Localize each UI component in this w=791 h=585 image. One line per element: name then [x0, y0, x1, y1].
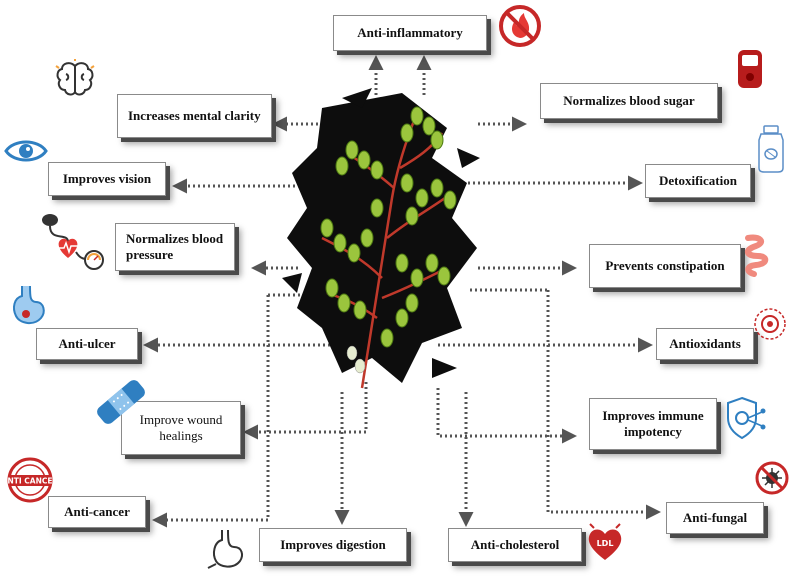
bandage-icon [97, 380, 145, 424]
link-anti-cancer [152, 295, 270, 528]
detox-jar-icon [758, 125, 784, 173]
brain-icon [55, 59, 95, 96]
benefit-constipation: Prevents constipation [589, 244, 741, 288]
antioxidant-molecule-icon [754, 308, 786, 340]
benefit-anti-fungal: Anti-fungal [666, 502, 764, 534]
eye-icon [4, 140, 48, 162]
immune-shield-icon [727, 396, 766, 440]
stomach-digestion-icon [207, 529, 243, 569]
benefit-detoxification: Detoxification [645, 164, 751, 198]
benefit-immune: Improves immune impotency [589, 398, 717, 450]
anti-cancer-stamp-text: ANTI CANCER [6, 477, 54, 486]
benefit-antioxidants: Antioxidants [656, 328, 754, 360]
benefit-digestion: Improves digestion [259, 528, 407, 562]
link-anti-fungal [546, 290, 661, 520]
benefit-blood-pressure: Normalizes blood pressure [115, 223, 235, 271]
benefit-blood-sugar: Normalizes blood sugar [540, 83, 718, 119]
benefit-anti-ulcer: Anti-ulcer [36, 328, 138, 360]
benefit-anti-inflammatory: Anti-inflammatory [333, 15, 487, 51]
ldl-heart-text: LDL [597, 539, 614, 548]
intestine-icon [745, 234, 769, 277]
benefit-anti-cholesterol: Anti-cholesterol [448, 528, 582, 562]
moringa-branch-illustration [282, 88, 480, 389]
blood-pressure-monitor-icon [42, 214, 104, 270]
glucometer-icon [738, 50, 762, 88]
no-fire-icon [499, 5, 541, 47]
ldl-heart-icon: LDL [588, 523, 622, 560]
anti-cancer-stamp-icon: ANTI CANCER [6, 457, 54, 503]
benefit-vision: Improves vision [48, 162, 166, 196]
benefit-wound-healing: Improve wound healings [121, 401, 241, 455]
no-fungus-icon [755, 461, 789, 495]
benefit-mental-clarity: Increases mental clarity [117, 94, 272, 138]
link-wound-healing [243, 382, 368, 440]
stomach-icon [13, 285, 45, 324]
link-immune [436, 388, 577, 444]
benefit-anti-cancer: Anti-cancer [48, 496, 146, 528]
